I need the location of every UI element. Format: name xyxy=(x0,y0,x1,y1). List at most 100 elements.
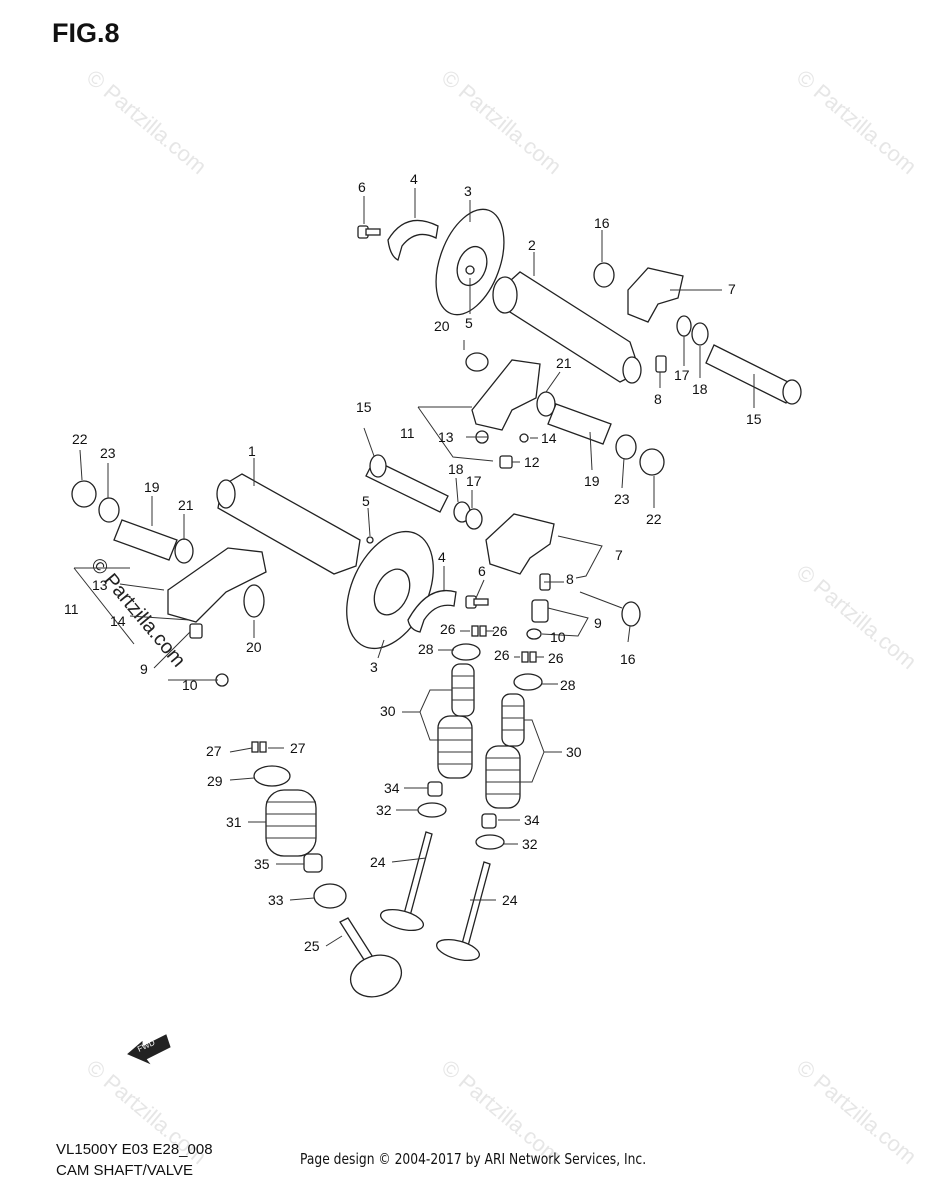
valve-spring-31 xyxy=(265,789,317,857)
cotter-27 xyxy=(251,741,267,753)
spring-seat-32-left xyxy=(417,802,447,818)
adjuster-9-left xyxy=(189,623,203,639)
valve-train xyxy=(251,625,543,998)
callout: 25 xyxy=(304,938,320,954)
callout: 22 xyxy=(72,431,88,447)
callout: 15 xyxy=(746,411,762,427)
camshaft-upper xyxy=(492,271,642,384)
callout: 27 xyxy=(206,743,222,759)
callout: 9 xyxy=(594,615,602,631)
adjuster-9-lower xyxy=(531,599,549,623)
callout: 34 xyxy=(384,780,400,796)
cotter-26 xyxy=(471,625,479,637)
callout: 26 xyxy=(440,621,456,637)
callout: 13 xyxy=(92,577,108,593)
callout: 1 xyxy=(248,443,256,459)
washer-17-upper xyxy=(676,315,692,337)
left-cam-assembly xyxy=(71,473,489,687)
callout: 18 xyxy=(692,381,708,397)
rocker-arm-7-lower xyxy=(485,513,555,575)
callout: 8 xyxy=(566,571,574,587)
model-code: VL1500Y E03 E28_008 xyxy=(56,1141,213,1158)
callout: 6 xyxy=(478,563,486,579)
callout: 27 xyxy=(290,740,306,756)
retainer-29 xyxy=(253,765,291,787)
washer-17-middle xyxy=(465,508,483,530)
callout: 8 xyxy=(654,391,662,407)
spring-seat-33 xyxy=(313,883,347,909)
retainer-plate-upper xyxy=(387,219,439,261)
callout: 20 xyxy=(246,639,262,655)
adjuster-12 xyxy=(499,455,513,469)
bolt-6-lower xyxy=(465,595,489,609)
valve-spring-30-left-outer xyxy=(437,715,473,779)
callout: 5 xyxy=(465,315,473,331)
callout: 26 xyxy=(492,623,508,639)
nut-14-upper xyxy=(519,433,529,443)
valve-spring-30-right-inner xyxy=(501,693,525,747)
valve-seal-34-left xyxy=(427,781,443,797)
plug-22-left xyxy=(71,480,97,508)
callout: 28 xyxy=(560,677,576,693)
watermark: © Partzilla.com xyxy=(792,1055,922,1169)
callout: 19 xyxy=(144,479,160,495)
callout: 13 xyxy=(438,429,454,445)
callout: 32 xyxy=(376,802,392,818)
gasket-20-upper xyxy=(465,352,489,372)
exhaust-valve-25 xyxy=(339,917,403,998)
callout: 21 xyxy=(556,355,572,371)
callout: 7 xyxy=(728,281,736,297)
retainer-28-right xyxy=(513,673,543,691)
rocker-shaft-19-upper xyxy=(536,391,665,476)
watermark: © Partzilla.com xyxy=(792,65,922,179)
bolt-6-upper xyxy=(357,225,381,239)
retainer-plate-lower xyxy=(407,589,457,633)
callout: 28 xyxy=(418,641,434,657)
cotter-26 xyxy=(521,651,529,663)
washer-18-upper xyxy=(691,322,709,346)
callout: 29 xyxy=(207,773,223,789)
section-name: CAM SHAFT/VALVE xyxy=(56,1162,193,1179)
callout: 35 xyxy=(254,856,270,872)
spring-seat-32-right xyxy=(475,834,505,850)
rocker-shaft-15-upper xyxy=(705,344,802,405)
callout: 3 xyxy=(464,183,472,199)
watermark: © Partzilla.com xyxy=(792,560,922,674)
rocker-arm-11-left xyxy=(167,547,267,623)
callout: 26 xyxy=(548,650,564,666)
callout: 15 xyxy=(356,399,372,415)
forward-arrow-icon: FWD xyxy=(127,1034,171,1065)
rocker-arm-11-upper xyxy=(471,359,541,431)
callout: 3 xyxy=(370,659,378,675)
right-rocker-assembly xyxy=(485,513,641,640)
callout: 23 xyxy=(100,445,116,461)
callout: 14 xyxy=(110,613,126,629)
oil-seal-16-lower xyxy=(621,601,641,627)
cotter-26 xyxy=(479,625,487,637)
callout: 11 xyxy=(64,601,79,617)
figure-title: FIG.8 xyxy=(52,18,120,48)
rocker-shaft-19-left xyxy=(113,519,178,561)
callout: 17 xyxy=(466,473,482,489)
callout: 18 xyxy=(448,461,464,477)
leader-lines xyxy=(73,188,755,947)
rocker-shaft-15-middle xyxy=(365,454,483,530)
cotter-26 xyxy=(529,651,537,663)
callout: 16 xyxy=(620,651,636,667)
page-design-credit: Page design © 2004-2017 by ARI Network S… xyxy=(300,1150,647,1168)
callout: 6 xyxy=(358,179,366,195)
callout: 7 xyxy=(615,547,623,563)
callout: 12 xyxy=(524,454,540,470)
callout: 26 xyxy=(494,647,510,663)
cam-sprocket-upper xyxy=(435,208,505,316)
watermark: © Partzilla.com xyxy=(437,65,567,179)
washer-23-upper xyxy=(615,434,637,460)
intake-valve-24-right xyxy=(435,861,491,962)
callout: 24 xyxy=(370,854,386,870)
pin-5-lower xyxy=(366,536,374,544)
callout: 33 xyxy=(268,892,284,908)
callout: 11 xyxy=(400,425,415,441)
camshaft-left xyxy=(216,473,361,575)
callout: 20 xyxy=(434,318,450,334)
